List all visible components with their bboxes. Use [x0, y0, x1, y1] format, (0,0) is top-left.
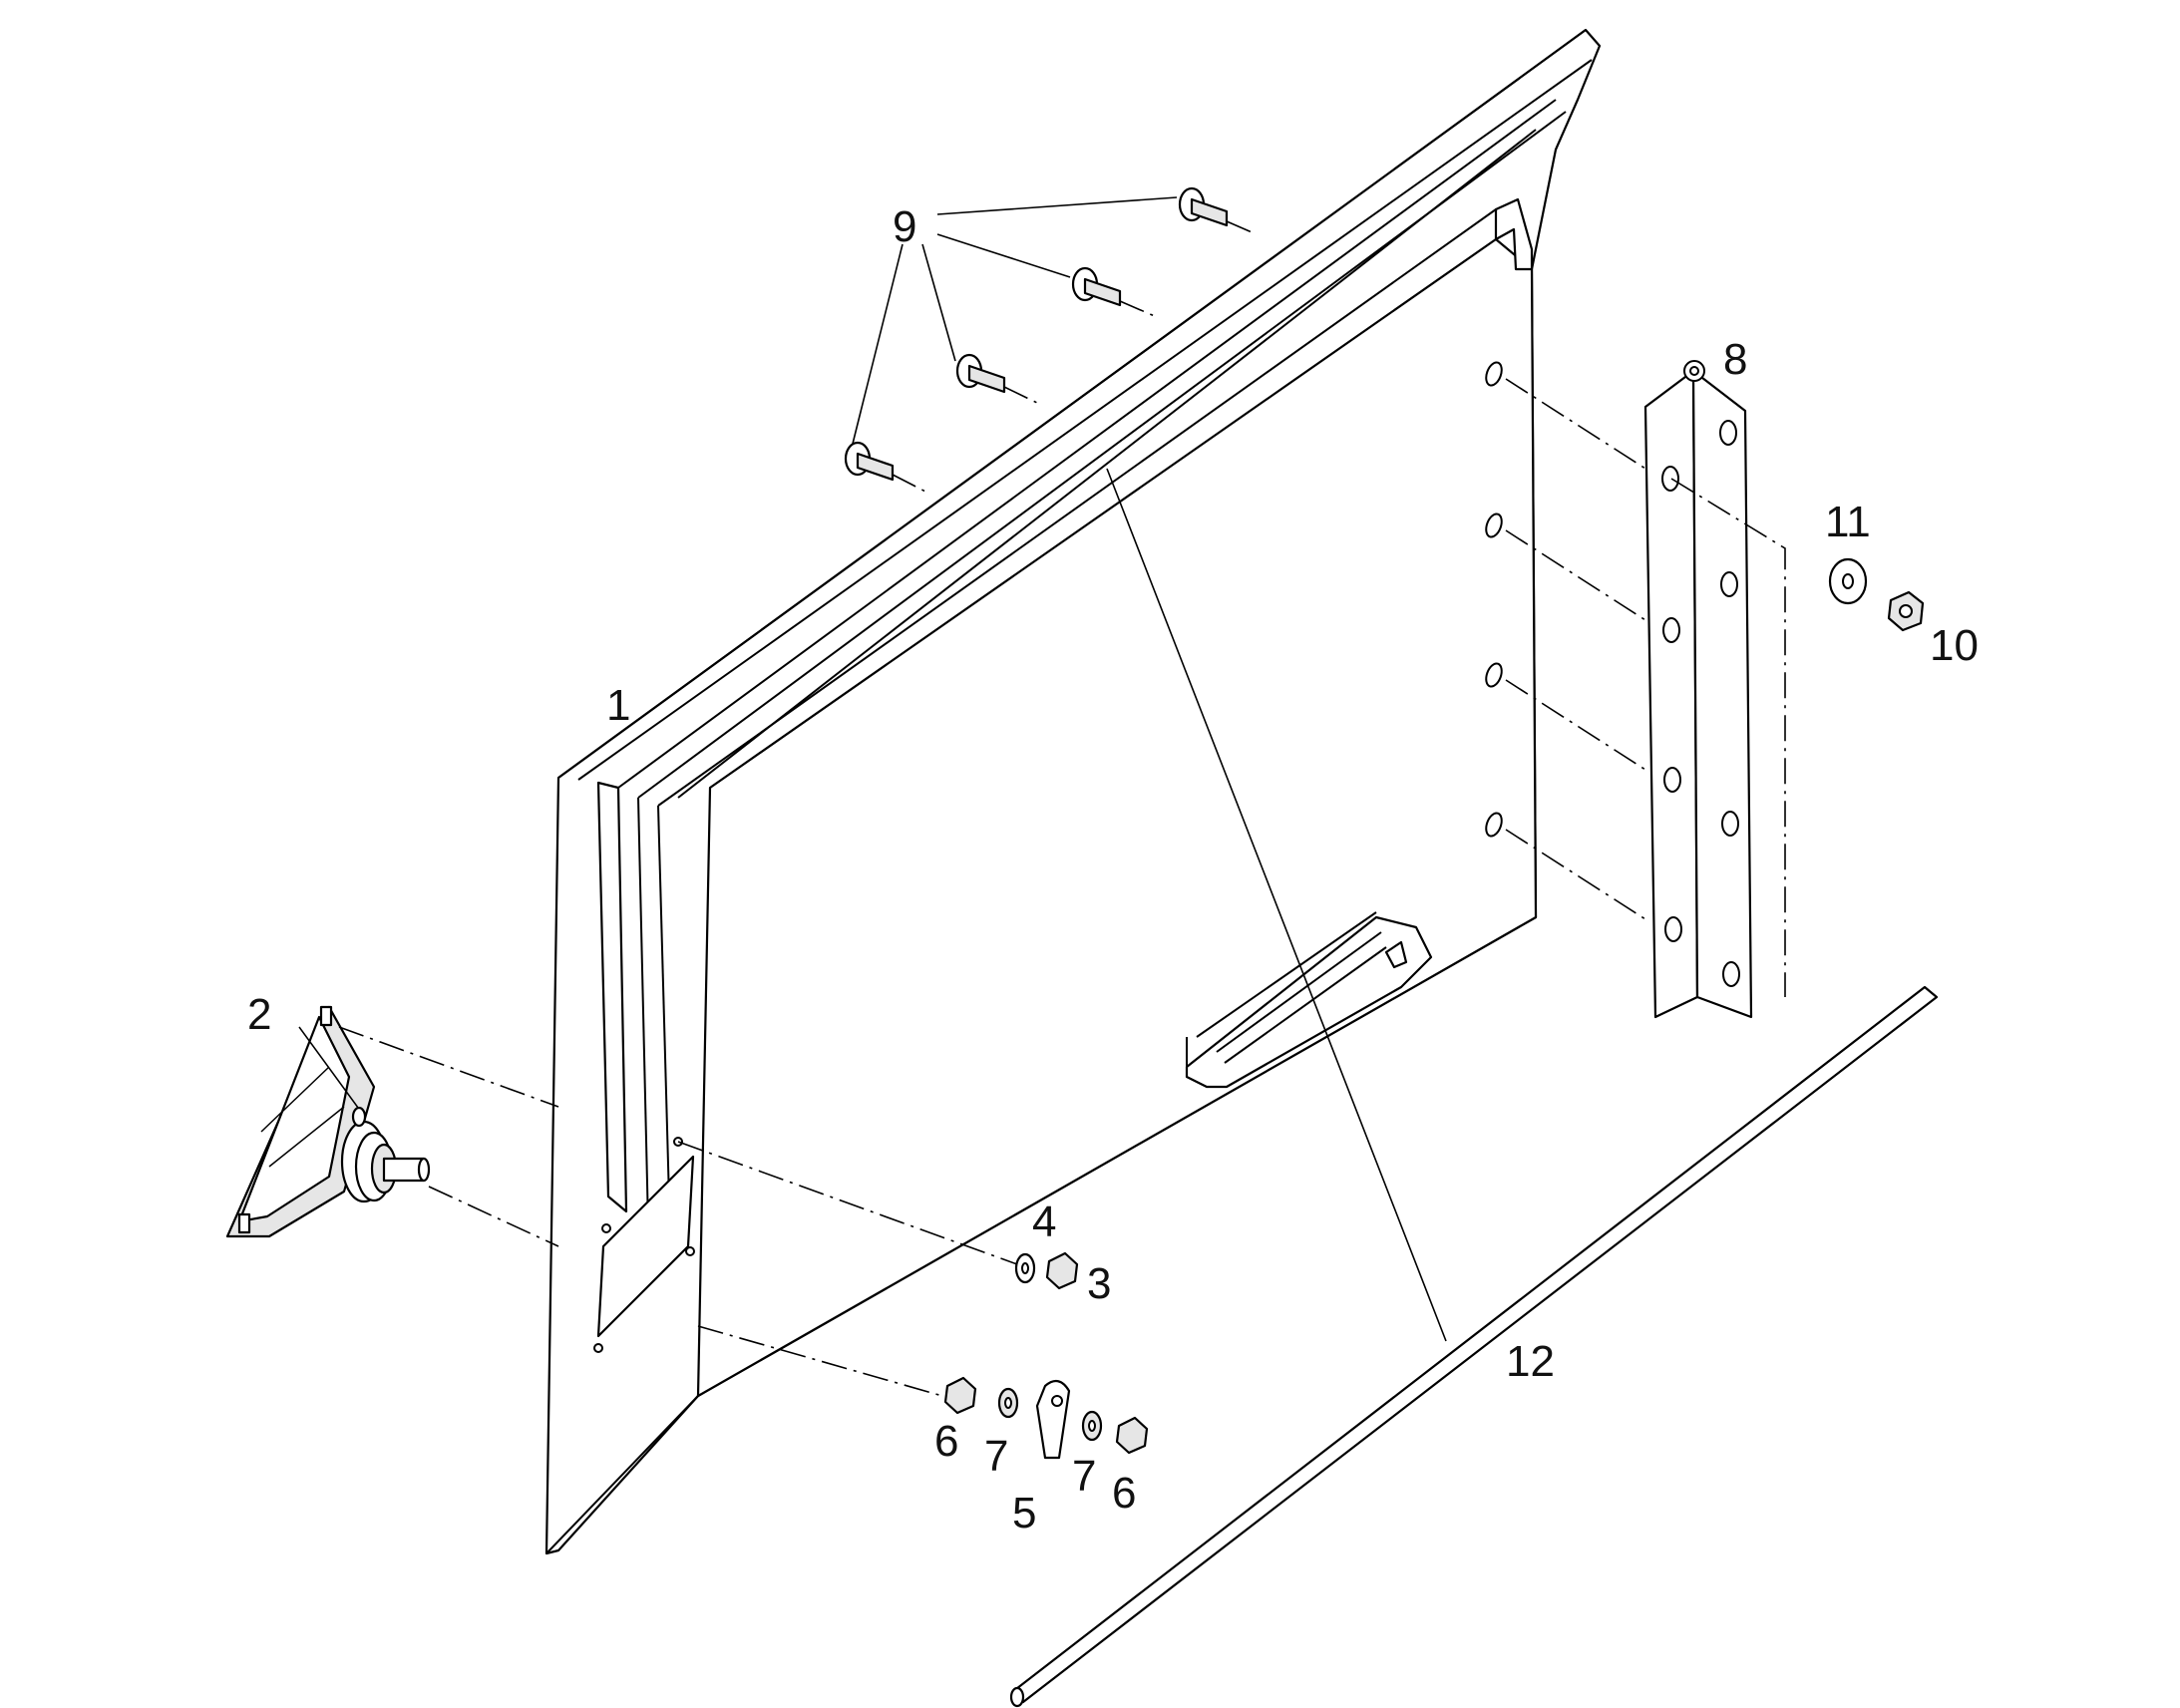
assembly-lines — [338, 220, 1786, 1397]
nut-part-3 — [1045, 1251, 1079, 1290]
rod-part-12 — [1009, 985, 1939, 1708]
angle-bracket-part-8 — [1643, 360, 1753, 1019]
nut-part-6-left — [943, 1376, 977, 1415]
washer-part-4 — [1014, 1252, 1036, 1284]
callout-5: 5 — [1012, 1489, 1036, 1537]
callout-12: 12 — [1506, 1337, 1555, 1386]
leader-lines — [852, 196, 1447, 1342]
callout-8: 8 — [1723, 335, 1747, 384]
callout-7-left: 7 — [984, 1432, 1008, 1481]
lever-part-5 — [1035, 1379, 1071, 1460]
washer-part-11 — [1828, 557, 1868, 605]
callout-6-right: 6 — [1112, 1469, 1136, 1518]
callout-9: 9 — [893, 202, 916, 251]
nut-part-6-right — [1115, 1416, 1149, 1455]
bolt-4 — [844, 441, 895, 482]
slotted-bracket — [1185, 911, 1433, 1089]
panel-part-1 — [545, 28, 1602, 1555]
callouts: 1 2 3 4 5 6 6 7 7 8 9 10 11 12 — [247, 202, 1979, 1537]
carriage-bolts-part-9 — [844, 186, 1229, 482]
bolt-1 — [1178, 186, 1229, 227]
callout-10: 10 — [1930, 621, 1979, 670]
nut-part-10 — [1887, 590, 1925, 632]
callout-6-left: 6 — [934, 1417, 958, 1466]
mechanism-part-2 — [225, 1005, 431, 1238]
callout-4: 4 — [1032, 1197, 1056, 1246]
washer-part-7-right — [1081, 1410, 1103, 1442]
washer-part-7-left — [997, 1387, 1019, 1419]
callout-11: 11 — [1825, 498, 1871, 546]
callout-3: 3 — [1087, 1259, 1111, 1308]
callout-1: 1 — [606, 681, 630, 730]
callout-7-right: 7 — [1072, 1452, 1096, 1501]
bolt-2 — [1071, 266, 1122, 307]
bolt-3 — [955, 353, 1006, 394]
callout-2: 2 — [247, 990, 271, 1039]
